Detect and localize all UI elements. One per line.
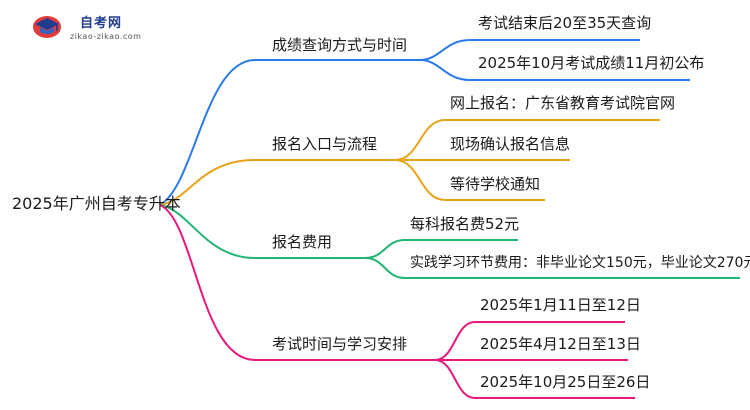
branch-connectors-orange [159,119,660,206]
branch-connectors-pink [159,204,635,399]
leaf-score-query-1: 考试结束后20至35天查询 [478,14,652,32]
leaf-exam-schedule-2: 2025年4月12日至13日 [480,335,641,353]
leaf-registration-3: 等待学校通知 [450,175,541,193]
leaf-registration-1: 网上报名：广东省教育考试院官网 [450,94,676,112]
leaf-score-query-2: 2025年10月考试成绩11月初公布 [478,54,705,72]
leaf-exam-schedule-3: 2025年10月25日至26日 [480,373,651,391]
branch-exam-schedule: 考试时间与学习安排 [272,335,408,353]
leaf-exam-schedule-1: 2025年1月11日至12日 [480,296,641,314]
logo-url: zikao-zikao.com [70,32,142,41]
branch-fees: 报名费用 [272,233,333,251]
root-topic: 2025年广州自考专升本 [12,194,181,213]
branch-connectors-blue [159,39,690,206]
branch-score-query: 成绩查询方式与时间 [272,36,408,54]
leaf-fees-2: 实践学习环节费用：非毕业论文150元，毕业论文270元 [410,255,750,271]
graduation-cap-icon [33,16,61,38]
leaf-registration-2: 现场确认报名信息 [450,135,571,153]
branch-registration: 报名入口与流程 [272,135,378,153]
site-logo: 自考网 zikao-zikao.com [32,8,142,48]
branch-connectors-green [159,204,740,279]
logo-title: 自考网 [80,16,123,31]
leaf-fees-1: 每科报名费52元 [410,215,520,233]
